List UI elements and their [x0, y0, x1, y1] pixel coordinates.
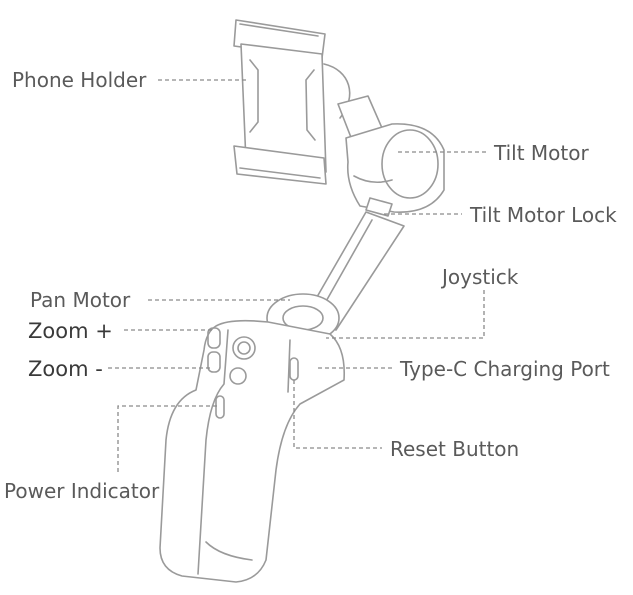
zoom-minus-button-shape	[207, 351, 221, 373]
label-phone-holder: Phone Holder	[12, 68, 147, 92]
handle-part	[159, 319, 346, 583]
tilt-motor-part	[337, 95, 445, 217]
phone-holder-part	[233, 19, 351, 185]
zoom-plus-button-shape	[207, 327, 221, 349]
extension-arm	[305, 211, 405, 331]
label-joystick: Joystick	[440, 265, 519, 289]
label-zoom-plus: Zoom +	[28, 319, 113, 343]
label-tilt-motor: Tilt Motor	[493, 141, 589, 165]
label-reset-button: Reset Button	[390, 437, 519, 461]
label-type-c-port: Type-C Charging Port	[399, 357, 610, 381]
label-tilt-motor-lock: Tilt Motor Lock	[469, 203, 617, 227]
label-power-indicator: Power Indicator	[4, 479, 160, 503]
label-pan-motor: Pan Motor	[30, 288, 131, 312]
record-button-shape	[229, 367, 247, 385]
label-zoom-minus: Zoom -	[28, 357, 103, 381]
leader-lines	[108, 79, 488, 472]
joystick-shape	[232, 336, 256, 360]
power-indicator-shape	[215, 395, 225, 419]
